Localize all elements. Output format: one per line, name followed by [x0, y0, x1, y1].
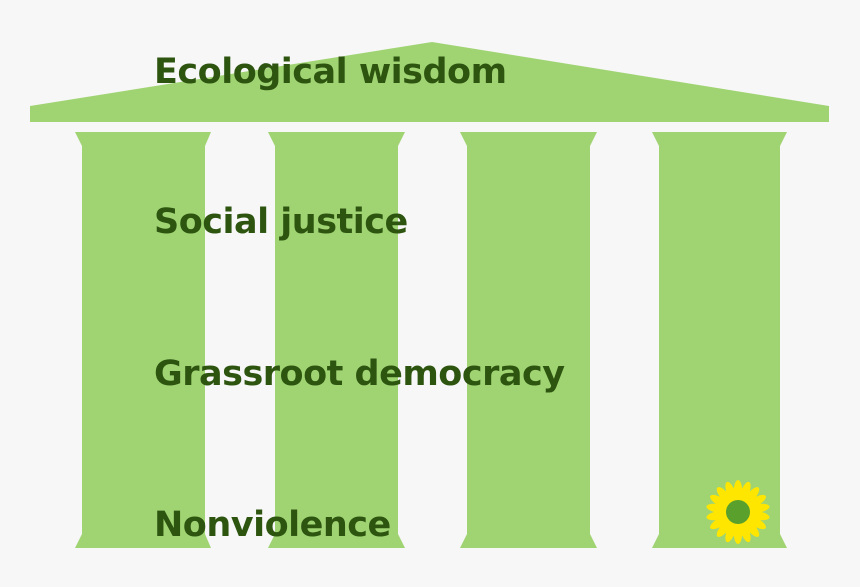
temple-column-4	[652, 132, 787, 548]
sunflower-icon	[706, 480, 770, 544]
pillar-label-social-justice: Social justice	[154, 202, 408, 242]
pillar-label-nonviolence: Nonviolence	[154, 505, 391, 545]
roof-label: Ecological wisdom	[154, 52, 507, 92]
sunflower-center	[726, 500, 750, 524]
temple-column-1	[75, 132, 211, 548]
temple-column-3	[460, 132, 597, 548]
temple-roof	[30, 42, 829, 122]
temple-column-2	[268, 132, 405, 548]
pillar-label-grassroot-democracy: Grassroot democracy	[154, 354, 565, 394]
